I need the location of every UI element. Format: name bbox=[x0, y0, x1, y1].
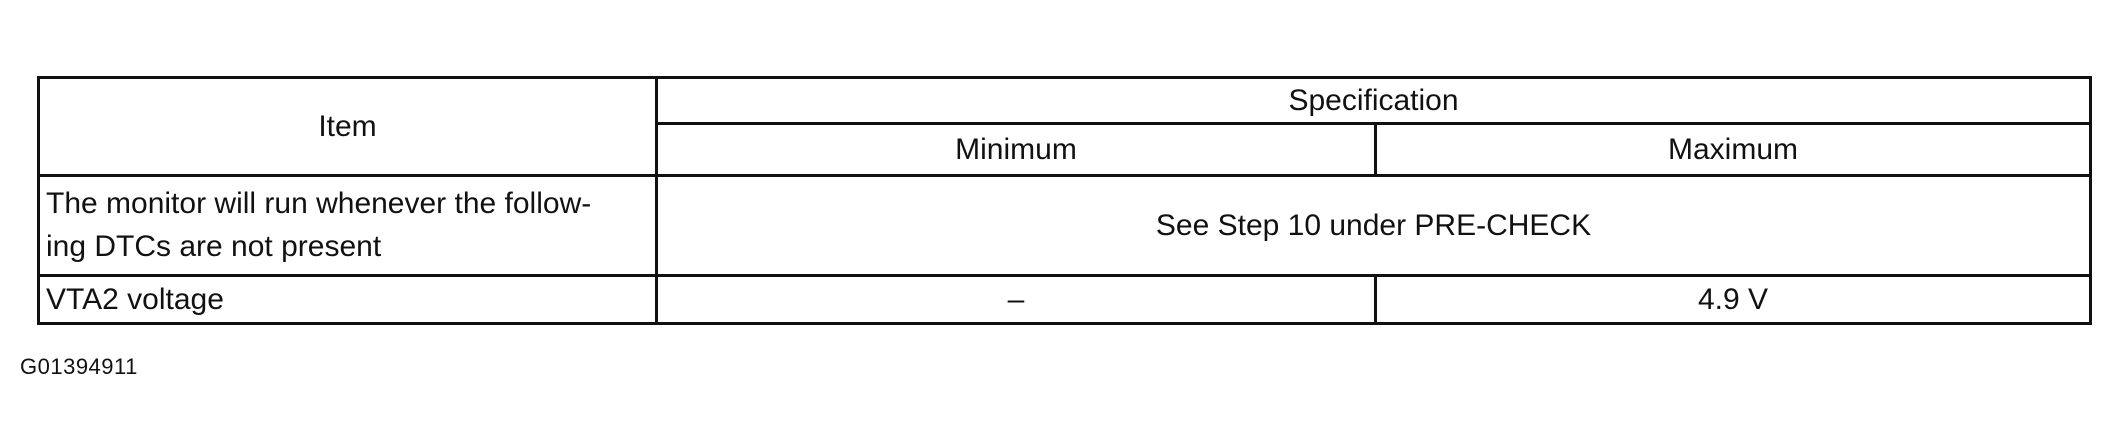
specification-cell: See Step 10 under PRE-CHECK bbox=[654, 173, 2093, 278]
header-minimum: Minimum bbox=[655, 121, 1377, 177]
header-specification: Specification bbox=[654, 76, 2093, 125]
header-maximum: Maximum bbox=[1373, 121, 2093, 177]
item-text-line-1: The monitor will run whenever the follow… bbox=[46, 186, 592, 220]
header-item: Item bbox=[37, 76, 658, 177]
item-text-line-2: ing DTCs are not present bbox=[46, 230, 382, 264]
item-cell: VTA2 voltage bbox=[37, 274, 658, 325]
maximum-cell: 4.9 V bbox=[1373, 274, 2093, 325]
table-row: VTA2 voltage – 4.9 V bbox=[37, 274, 2093, 325]
figure-code: G01394911 bbox=[20, 354, 138, 379]
header-row-top: Item Specification bbox=[37, 76, 2093, 177]
minimum-cell: – bbox=[655, 274, 1377, 325]
header-row-sub: Minimum Maximum bbox=[39, 121, 2093, 177]
specification-table: Item Specification Minimum Maximum The m… bbox=[37, 76, 2093, 325]
table-row: The monitor will run whenever the follow… bbox=[37, 173, 2093, 278]
item-cell: The monitor will run whenever the follow… bbox=[37, 173, 658, 278]
